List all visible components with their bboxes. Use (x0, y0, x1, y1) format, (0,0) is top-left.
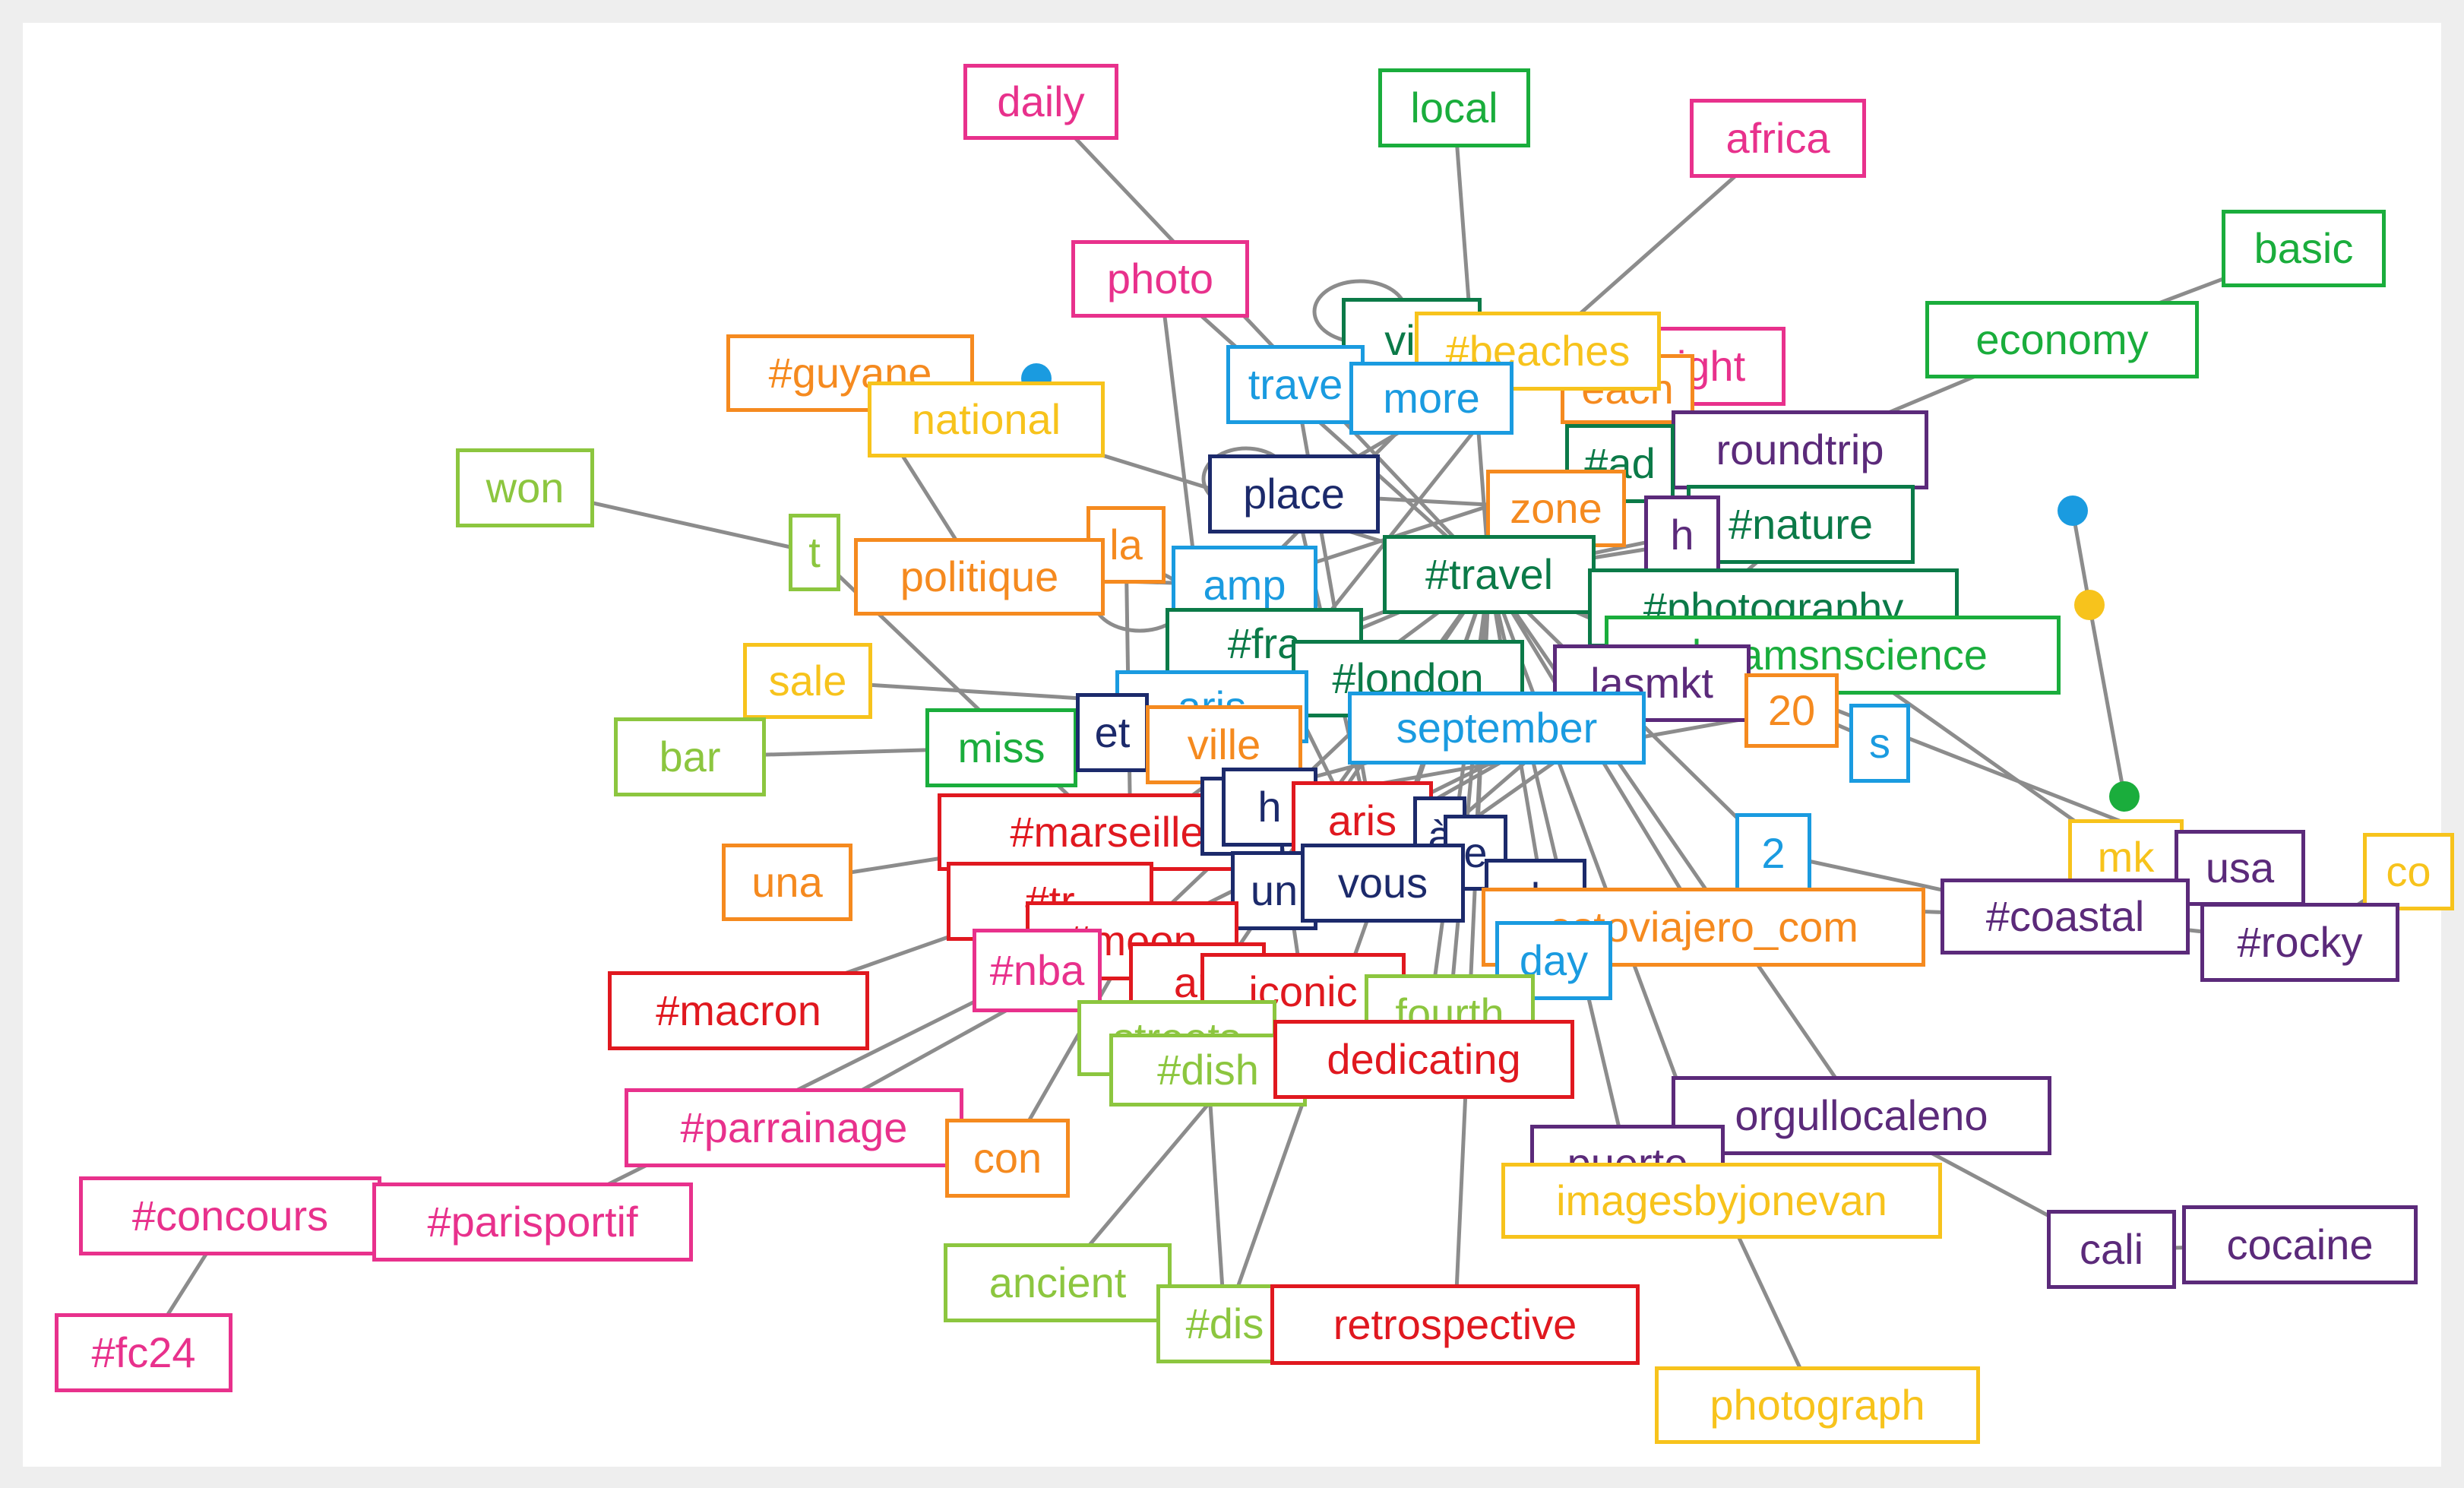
node-september: september (1348, 692, 1646, 765)
node-macron: #macron (608, 971, 869, 1050)
node-nature: #nature (1687, 485, 1915, 564)
node-dedicating: dedicating (1273, 1020, 1574, 1099)
node-imagesbyjonevan: imagesbyjonevan (1501, 1163, 1942, 1239)
node-orgullocaleno: orgullocaleno (1672, 1076, 2051, 1155)
node-t: t (789, 514, 840, 591)
node-n20: 20 (1744, 673, 1839, 748)
node-photo: photo (1071, 240, 1249, 318)
node-more: more (1349, 362, 1514, 435)
edge-dot-yellow-dot-green (2087, 604, 2127, 797)
node-africa: africa (1690, 99, 1866, 178)
node-economy: economy (1925, 301, 2199, 378)
node-daily: daily (963, 64, 1118, 140)
node-marseille: #marseille (938, 793, 1276, 871)
node-vous: vous (1301, 844, 1465, 923)
node-rocky: #rocky (2200, 903, 2399, 982)
node-basic: basic (2222, 210, 2386, 287)
node-n2: 2 (1735, 813, 1811, 894)
edge-daily-travel (1039, 100, 1491, 576)
dot-blue-2 (2058, 495, 2088, 526)
node-nba: #nba (973, 929, 1102, 1012)
node-bar: bar (614, 717, 766, 796)
node-beaches: #beaches (1415, 312, 1661, 391)
node-co: co (2363, 833, 2454, 910)
node-cocaine: cocaine (2182, 1205, 2418, 1284)
node-ancient: ancient (944, 1243, 1172, 1322)
node-con: con (945, 1119, 1070, 1198)
node-parrainage: #parrainage (625, 1088, 963, 1167)
dot-yellow (2074, 590, 2105, 620)
node-retrospective: retrospective (1270, 1284, 1640, 1365)
node-usa: usa (2175, 830, 2305, 906)
node-fc24: #fc24 (55, 1313, 232, 1392)
node-miss: miss (925, 708, 1077, 787)
node-local: local (1378, 68, 1530, 147)
node-zone: zone (1486, 470, 1626, 547)
edge-dot-blue-2-dot-yellow (2070, 510, 2092, 606)
node-parisportif: #parisportif (372, 1182, 693, 1262)
node-coastal: #coastal (1941, 879, 2190, 955)
node-place: place (1208, 454, 1380, 533)
node-concours: #concours (79, 1176, 381, 1255)
node-una: una (722, 844, 852, 921)
dot-green (2109, 781, 2140, 812)
node-s: s (1849, 704, 1910, 783)
node-sale: sale (743, 643, 872, 719)
node-hh: h (1644, 495, 1720, 575)
node-politique: politique (854, 538, 1105, 616)
node-photograph: photograph (1655, 1366, 1980, 1444)
node-et: et (1076, 693, 1149, 772)
node-cali: cali (2047, 1210, 2176, 1289)
edge-disney-dishes (1206, 1069, 1227, 1325)
node-national: national (868, 381, 1105, 457)
edge-orgullocaleno-travel (1487, 573, 1864, 1117)
node-won: won (456, 448, 594, 527)
node-travel: #travel (1383, 535, 1596, 614)
node-travel_lb: trave (1226, 345, 1365, 424)
node-roundtrip: roundtrip (1672, 410, 1928, 489)
